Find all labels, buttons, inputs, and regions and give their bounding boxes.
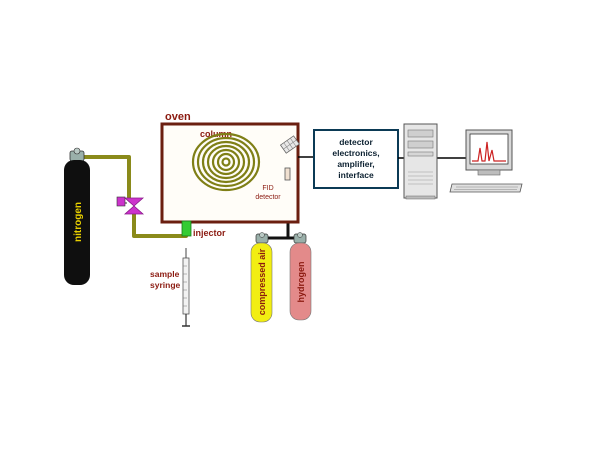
detector-electronics: detector electronics, amplifier, interfa…: [313, 129, 399, 189]
valve-icon: [116, 196, 145, 215]
electronics-box: [313, 129, 399, 189]
injector-block: [181, 220, 192, 237]
sample-syringe: sample syringe: [150, 248, 190, 327]
fid-probe: [284, 167, 291, 181]
syringe-label: syringe: [150, 280, 181, 290]
nitrogen-supply-line: [78, 155, 131, 198]
column-coil: [191, 132, 261, 192]
chromatogram-peaks: [472, 141, 506, 162]
injector-label: injector: [193, 228, 226, 238]
oven: oven column FID detector: [160, 111, 300, 224]
sample-label: sample: [150, 269, 180, 279]
valve-knob: [116, 196, 126, 207]
nitrogen-cylinder: nitrogen: [64, 147, 90, 285]
electronics-label-1: detector: [339, 137, 373, 147]
column-label: column: [200, 129, 232, 139]
hydrogen-cylinder: hydrogen: [289, 232, 312, 321]
electronics-label-2: electronics,: [332, 148, 379, 158]
oven-label: oven: [165, 111, 191, 123]
collector-grid-icon: [279, 135, 300, 154]
detector-label: detector: [255, 194, 281, 201]
nitrogen-label: nitrogen: [73, 202, 84, 242]
keyboard-icon: [449, 183, 523, 193]
compressed-air-label: compressed air: [257, 248, 267, 315]
injector: injector: [181, 220, 226, 238]
electronics-label-4: interface: [338, 170, 374, 180]
hydrogen-label: hydrogen: [296, 261, 306, 302]
compressed-air-cylinder: compressed air: [250, 232, 273, 323]
fid-label: FID: [262, 185, 273, 192]
monitor-icon: [465, 129, 513, 176]
electronics-label-3: amplifier,: [337, 159, 374, 169]
fid-detector: [279, 135, 300, 181]
computer-tower-icon: [403, 123, 438, 200]
